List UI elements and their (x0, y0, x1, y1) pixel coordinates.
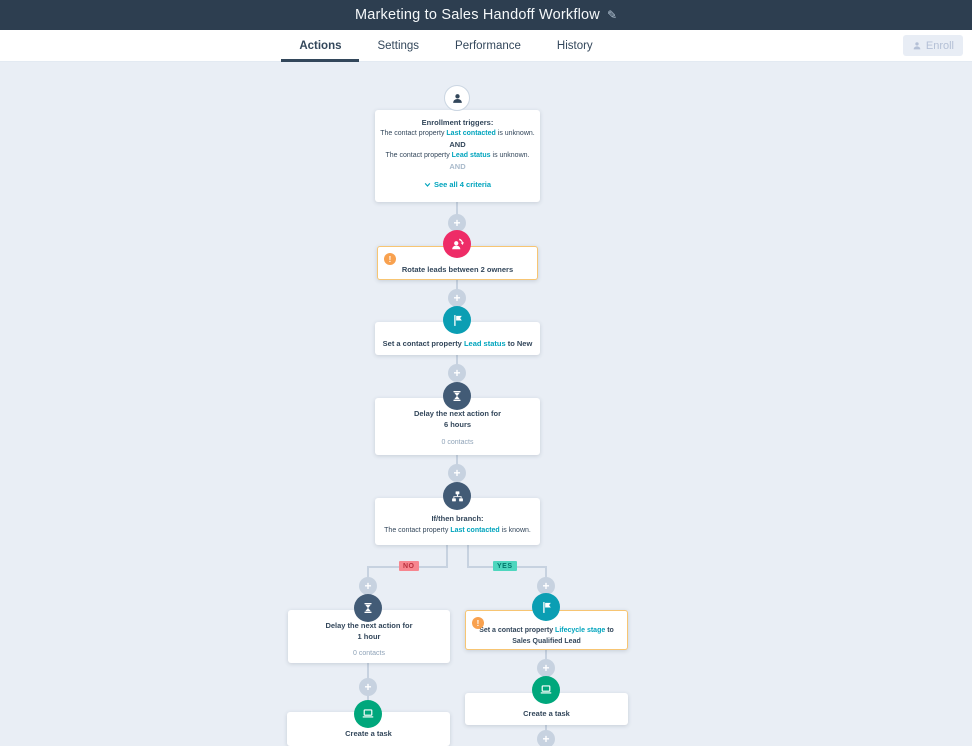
rotate-owner-icon (443, 230, 471, 258)
branch-icon (443, 482, 471, 510)
property-link: Last contacted (450, 527, 500, 534)
tab-bar: Actions Settings Performance History Enr… (0, 30, 972, 62)
add-action-button[interactable] (537, 659, 555, 677)
add-action-button[interactable] (448, 289, 466, 307)
trigger-and-muted: AND (449, 162, 466, 171)
branch-label-no: NO (399, 561, 419, 571)
tab-history[interactable]: History (556, 39, 593, 52)
hourglass-icon (354, 594, 382, 622)
if-then-criterion: The contact property Last contacted is k… (384, 527, 531, 534)
property-link: Lead status (463, 338, 506, 348)
connector-line (446, 545, 448, 568)
tab-performance[interactable]: Performance (455, 39, 521, 52)
hourglass-icon (443, 382, 471, 410)
warning-icon (384, 253, 396, 265)
connector-line (467, 545, 469, 568)
workflow-header: Marketing to Sales Handoff Workflow ✎ (0, 0, 972, 30)
add-action-button[interactable] (537, 730, 555, 746)
add-action-button[interactable] (448, 464, 466, 482)
laptop-icon (532, 676, 560, 704)
set-lifecycle-value: Sales Qualified Lead (512, 637, 581, 645)
enroll-button[interactable]: Enroll (902, 35, 963, 56)
property-link: Last contacted (446, 130, 496, 137)
contact-trigger-icon (444, 85, 470, 111)
trigger-criterion: The contact property Lead status is unkn… (385, 152, 530, 159)
flag-icon (532, 593, 560, 621)
rotate-leads-label: Rotate leads between 2 owners (401, 264, 514, 274)
edit-title-icon[interactable]: ✎ (606, 8, 618, 22)
tab-actions[interactable]: Actions (281, 30, 360, 62)
trigger-title: Enrollment triggers: (421, 118, 494, 127)
add-action-button[interactable] (448, 364, 466, 382)
trigger-criterion: The contact property Last contacted is u… (380, 130, 535, 137)
flag-icon (443, 306, 471, 334)
page-title: Marketing to Sales Handoff Workflow (354, 7, 600, 23)
add-action-button[interactable] (448, 214, 466, 232)
laptop-icon (354, 700, 382, 728)
property-link: Lead status (451, 152, 491, 159)
add-action-button[interactable] (359, 577, 377, 595)
tab-group: Actions Settings Performance History (281, 30, 610, 62)
contact-count: 0 contacts (353, 650, 385, 657)
property-link: Lifecycle stage (555, 626, 606, 634)
see-all-criteria-link[interactable]: See all 4 criteria (424, 180, 491, 189)
enroll-icon (913, 41, 921, 49)
workflow-canvas[interactable]: NO YES Enrollment triggers: The contact … (0, 62, 972, 746)
contact-count: 0 contacts (441, 439, 474, 446)
add-action-button[interactable] (359, 678, 377, 696)
set-lifecycle-label: Set a contact property Lifecycle stage t… (479, 626, 614, 634)
add-action-button[interactable] (537, 577, 555, 595)
enrollment-trigger-card[interactable]: Enrollment triggers: The contact propert… (375, 110, 540, 202)
set-lead-status-label: Set a contact property Lead status to Ne… (382, 338, 533, 348)
tab-settings[interactable]: Settings (377, 39, 420, 52)
trigger-and: AND (449, 140, 466, 149)
chevron-down-icon (424, 182, 431, 187)
warning-icon (472, 617, 484, 629)
branch-label-yes: YES (493, 561, 517, 571)
